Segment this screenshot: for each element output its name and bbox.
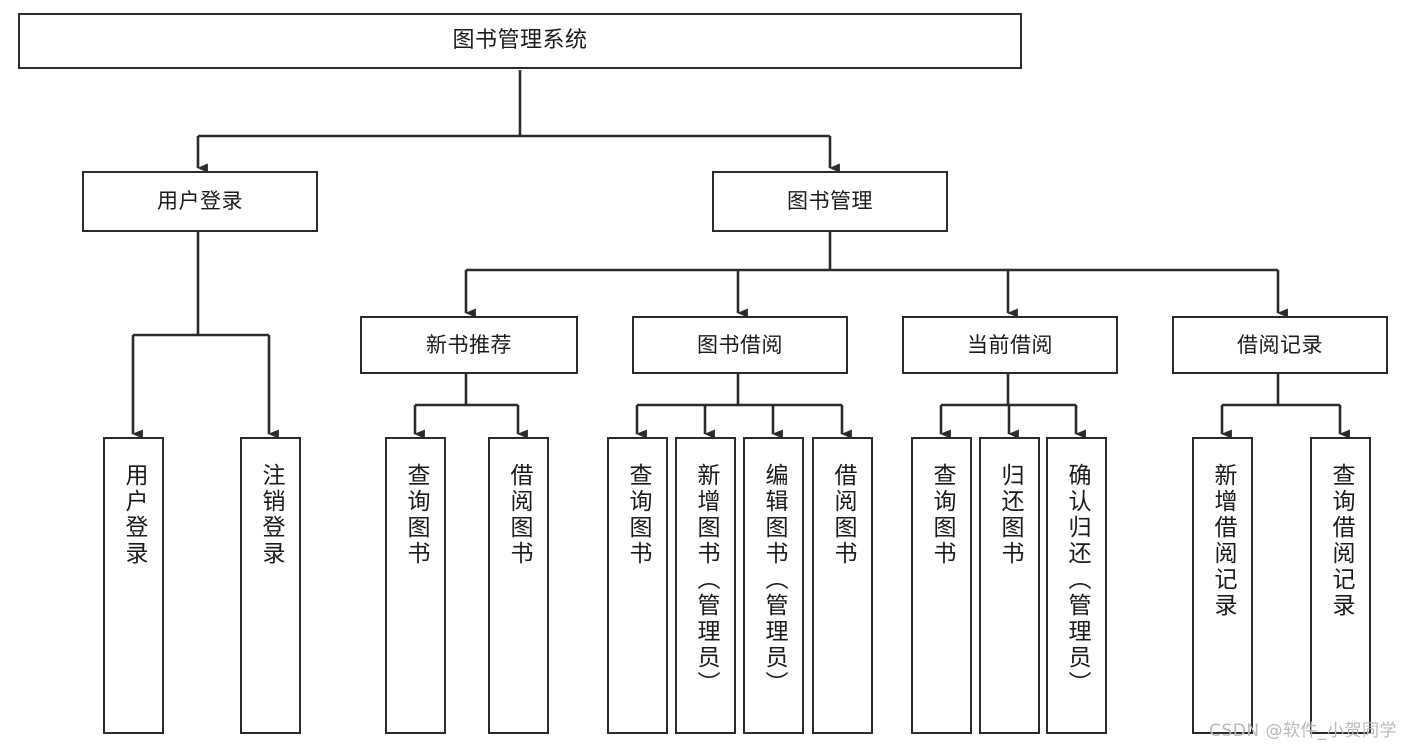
node-label: 用户登录 bbox=[121, 463, 147, 567]
leaf-user-login[interactable]: 用户登录 bbox=[103, 437, 164, 734]
leaf-current-confirm-return[interactable]: 确认归还（管理员） bbox=[1046, 437, 1107, 734]
watermark: CSDN @软件_小贺同学 bbox=[1209, 721, 1397, 741]
leaf-new-book-query[interactable]: 查询图书 bbox=[385, 437, 446, 734]
node-label: 借阅图书 bbox=[506, 463, 532, 567]
leaf-borrow-edit-book[interactable]: 编辑图书（管理员） bbox=[743, 437, 804, 734]
node-label: 归还图书 bbox=[997, 463, 1023, 567]
node-label: 查询图书 bbox=[929, 463, 955, 567]
leaf-current-return[interactable]: 归还图书 bbox=[979, 437, 1040, 734]
node-label: 新增图书（管理员） bbox=[693, 463, 719, 697]
node-label: 查询图书 bbox=[403, 463, 429, 567]
leaf-borrow-query[interactable]: 查询图书 bbox=[607, 437, 668, 734]
node-root-system[interactable]: 图书管理系统 bbox=[18, 13, 1022, 69]
node-label: 新增借阅记录 bbox=[1210, 463, 1236, 619]
node-label: 借阅图书 bbox=[830, 463, 856, 567]
node-label: 查询借阅记录 bbox=[1328, 463, 1354, 619]
node-label: 图书管理系统 bbox=[452, 28, 588, 54]
node-label: 确认归还（管理员） bbox=[1064, 463, 1090, 697]
leaf-record-query[interactable]: 查询借阅记录 bbox=[1310, 437, 1371, 734]
node-borrow-record[interactable]: 借阅记录 bbox=[1172, 316, 1388, 374]
node-label: 编辑图书（管理员） bbox=[761, 463, 787, 697]
node-user-login[interactable]: 用户登录 bbox=[82, 171, 318, 232]
leaf-current-query[interactable]: 查询图书 bbox=[911, 437, 972, 734]
leaf-logout[interactable]: 注销登录 bbox=[240, 437, 301, 734]
node-book-borrow[interactable]: 图书借阅 bbox=[632, 316, 848, 374]
node-book-manage[interactable]: 图书管理 bbox=[712, 171, 948, 232]
node-label: 图书管理 bbox=[787, 189, 873, 214]
node-label: 借阅记录 bbox=[1237, 332, 1323, 357]
node-label: 当前借阅 bbox=[967, 332, 1053, 357]
node-label: 用户登录 bbox=[157, 189, 243, 214]
leaf-record-add[interactable]: 新增借阅记录 bbox=[1192, 437, 1253, 734]
node-label: 查询图书 bbox=[625, 463, 651, 567]
node-label: 注销登录 bbox=[258, 463, 284, 567]
node-new-book-recommend[interactable]: 新书推荐 bbox=[360, 316, 578, 374]
node-current-borrow[interactable]: 当前借阅 bbox=[902, 316, 1118, 374]
node-label: 图书借阅 bbox=[697, 332, 783, 357]
leaf-borrow-book[interactable]: 借阅图书 bbox=[812, 437, 873, 734]
leaf-borrow-add-book[interactable]: 新增图书（管理员） bbox=[675, 437, 736, 734]
leaf-new-book-borrow[interactable]: 借阅图书 bbox=[488, 437, 549, 734]
node-label: 新书推荐 bbox=[426, 332, 512, 357]
